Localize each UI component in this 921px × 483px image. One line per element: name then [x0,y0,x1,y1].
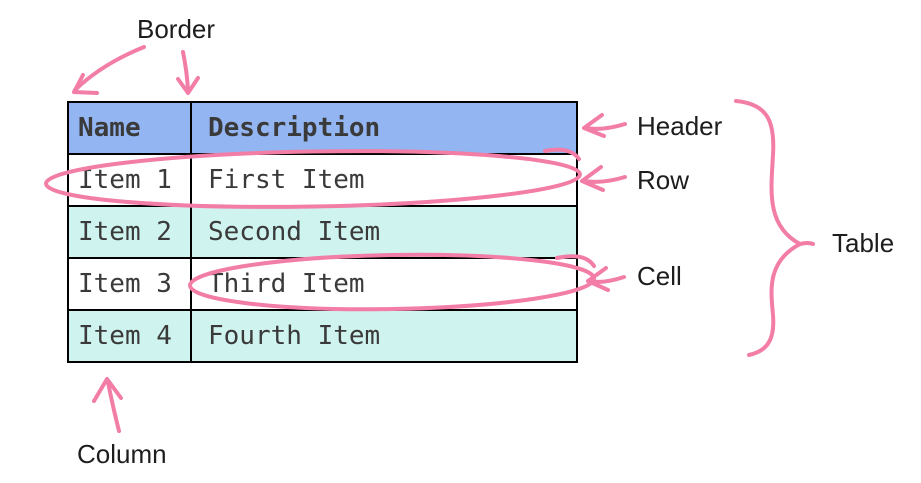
table-row: Item 2 Second Item [67,205,578,259]
border-arrow-down-icon [176,50,200,95]
border-arrow-diagonal-icon [72,45,146,95]
cell-arrow-icon [586,266,626,292]
table-row: Item 3 Third Item [67,257,578,311]
table-row: Item 1 First Item [67,153,578,207]
table-cell: Item 2 [67,205,192,259]
header-cell-name: Name [67,101,192,155]
table-cell: Item 4 [67,309,192,363]
table-cell: First Item [190,153,578,207]
example-table: Name Description Item 1 First Item Item … [67,101,578,363]
border-label: Border [137,14,216,44]
header-cell-description: Description [190,101,578,155]
table-row: Item 4 Fourth Item [67,309,578,363]
header-label: Header [637,111,723,141]
table-cell: Third Item [190,257,578,311]
row-arrow-icon [580,165,627,192]
column-arrow-icon [92,377,123,433]
row-label: Row [637,165,690,195]
table-cell: Item 3 [67,257,192,311]
table-cell: Fourth Item [190,309,578,363]
cell-label: Cell [637,261,682,291]
table-cell: Second Item [190,205,578,259]
header-arrow-icon [582,113,627,138]
table-header-row: Name Description [67,101,578,155]
table-label: Table [832,228,895,258]
column-label: Column [77,439,167,469]
table-cell: Item 1 [67,153,192,207]
table-brace-icon [734,99,815,357]
